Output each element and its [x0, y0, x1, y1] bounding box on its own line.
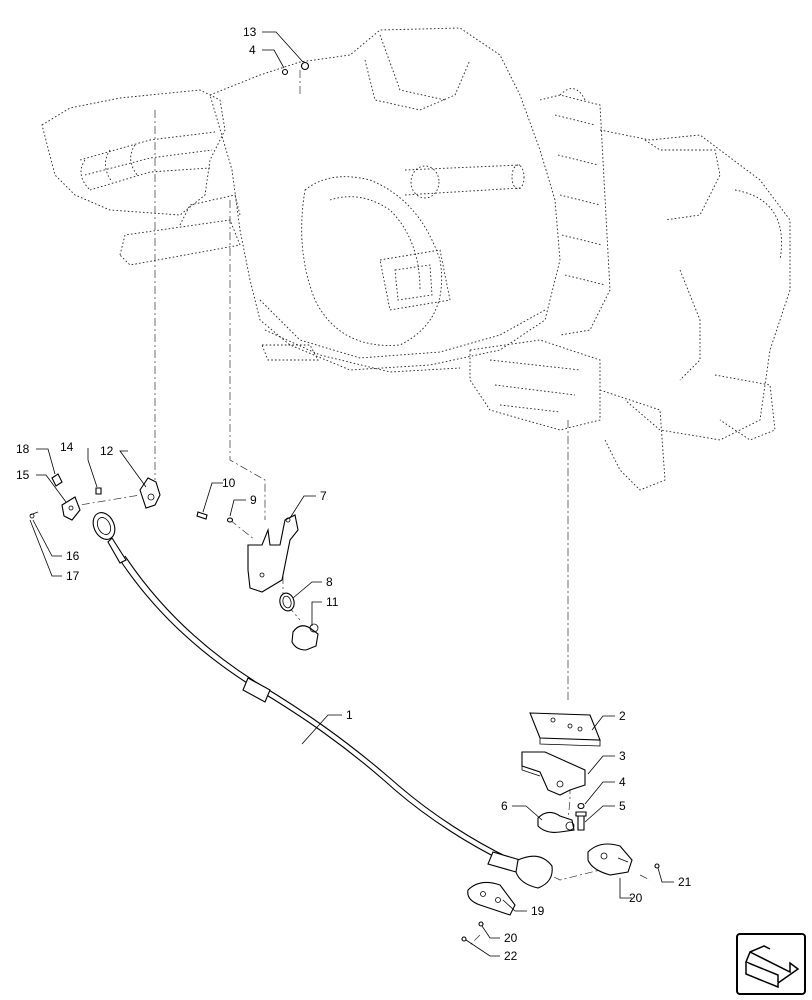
part-20-pin-lower: [478, 921, 484, 927]
part-9-washer: [226, 517, 234, 523]
callout-11: 11: [326, 595, 339, 609]
callout-14: 14: [60, 440, 74, 454]
callout-2: 2: [619, 709, 626, 723]
part-4-washer-lower: [577, 802, 585, 810]
next-page-arrow-icon[interactable]: [736, 933, 806, 995]
callout-4-upper: 4: [249, 43, 256, 57]
leader-lines: [29, 31, 674, 957]
callout-21: 21: [678, 875, 692, 889]
callout-17: 17: [66, 569, 80, 583]
callout-20-lower: 20: [504, 931, 518, 945]
callout-10: 10: [222, 476, 236, 490]
part-10-bolt: [196, 511, 208, 520]
callout-22: 22: [504, 949, 518, 963]
part-19-plate: [467, 881, 516, 916]
callout-3: 3: [619, 749, 626, 763]
part-3-bracket: [521, 751, 586, 796]
part-16-17-pin: [29, 511, 39, 519]
part-5-bolt: [575, 811, 587, 831]
callout-12: 12: [100, 444, 114, 458]
callout-5: 5: [619, 799, 626, 813]
part-13-nut: [300, 61, 310, 71]
part-2-plate: [529, 712, 601, 747]
callout-16: 16: [66, 549, 80, 563]
callout-15: 15: [16, 468, 30, 482]
callout-7: 7: [320, 489, 327, 503]
part-15-plate: [61, 496, 81, 521]
callout-4-lower: 4: [619, 775, 626, 789]
callout-13: 13: [243, 25, 257, 39]
part-18-clip: [51, 473, 63, 487]
part-14-pin: [95, 487, 102, 495]
callout-labels: 1 2 3 4 4 5 6 7 8 9 10 11 12 13 14 15 16…: [16, 25, 692, 963]
callout-19: 19: [531, 904, 545, 918]
part-6-shackle: [537, 811, 575, 833]
callout-6: 6: [501, 799, 508, 813]
part-8-ring: [279, 592, 295, 612]
chassis-assembly: [41, 27, 791, 491]
callout-20-right: 20: [629, 891, 643, 905]
callout-9: 9: [250, 493, 257, 507]
part-21-pin: [654, 863, 660, 869]
callout-18: 18: [16, 442, 30, 456]
part-11-shackle: [291, 623, 319, 651]
part-20-plate: [587, 843, 633, 876]
callout-1: 1: [346, 708, 353, 722]
part-4-washer-upper: [281, 68, 289, 76]
part-7-bracket: [247, 514, 299, 593]
callout-8: 8: [326, 575, 333, 589]
part-22-pin: [461, 936, 467, 942]
assembly-guide-lines: [69, 70, 651, 946]
part-1-cable: [92, 512, 553, 889]
